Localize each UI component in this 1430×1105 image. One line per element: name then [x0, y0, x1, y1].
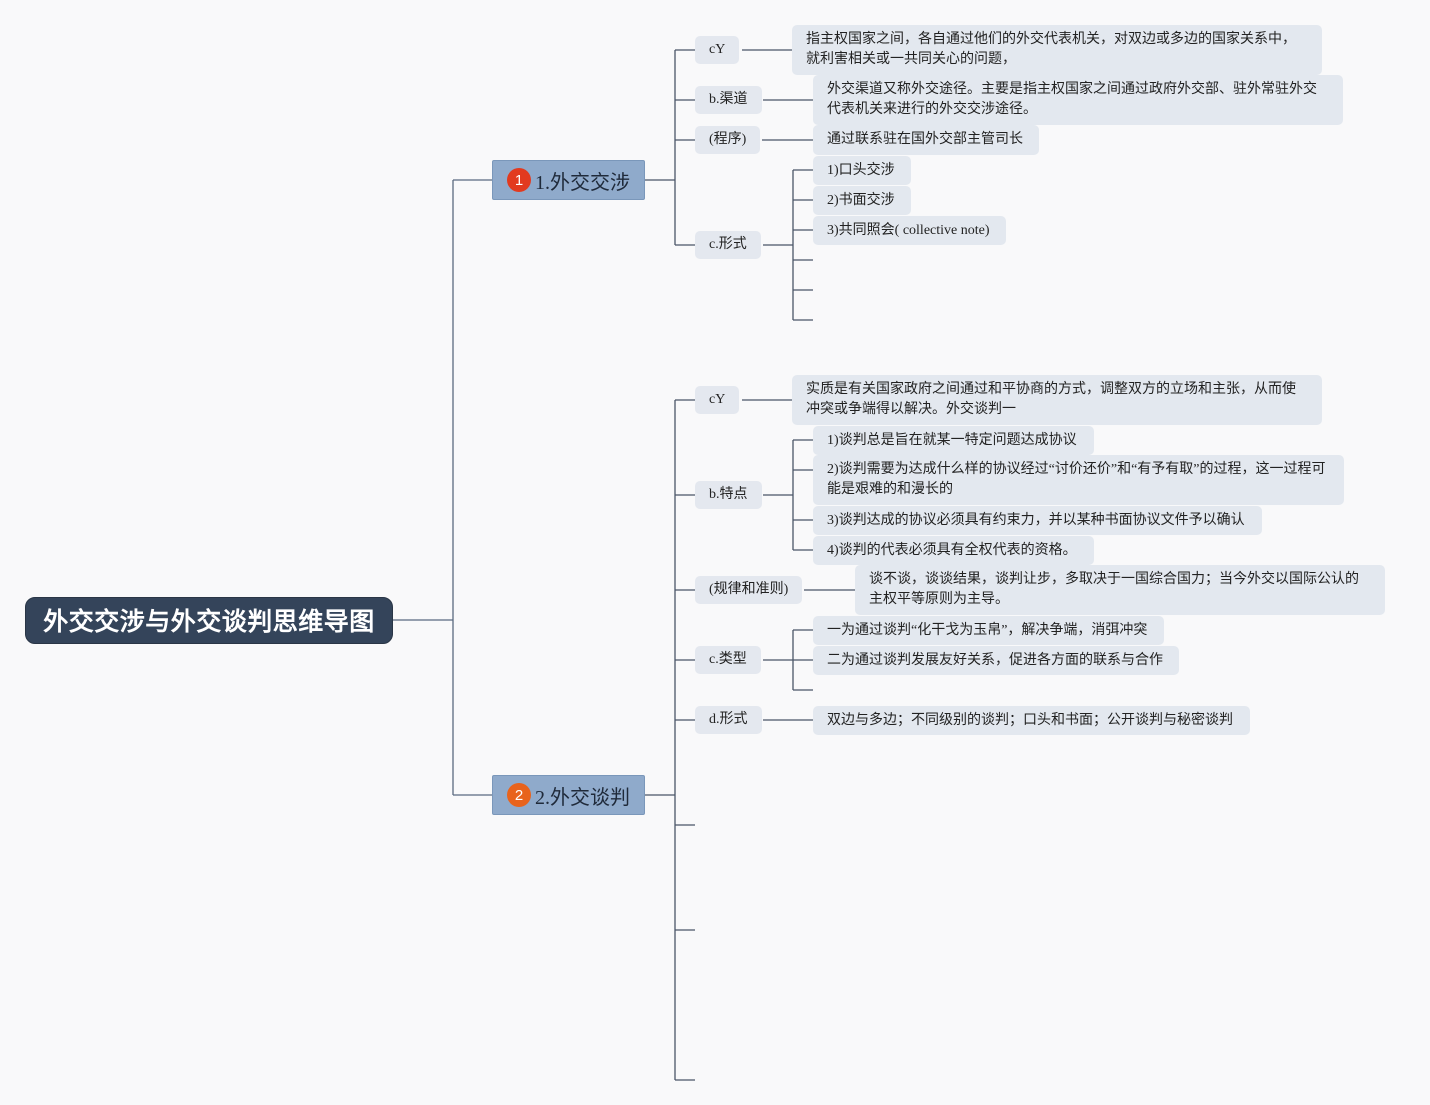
b2-rules-label[interactable]: (规律和准则): [695, 576, 803, 604]
b2-feature-item[interactable]: 1)谈判总是旨在就某一特定问题达成协议: [813, 426, 1094, 455]
b1-form-content: 3)共同照会( collective note): [827, 222, 990, 238]
b2-definition-text[interactable]: 实质是有关国家政府之间通过和平协商的方式，调整双方的立场和主张，从而使冲突或争端…: [792, 375, 1322, 425]
connector-b2-features: [763, 439, 813, 551]
b2-forms-text[interactable]: 双边与多边；不同级别的谈判；口头和书面；公开谈判与秘密谈判: [813, 706, 1250, 735]
b2-feature-content: 1)谈判总是旨在就某一特定问题达成协议: [827, 432, 1077, 448]
b1-channel-content: 外交渠道又称外交途径。主要是指主权国家之间通过政府外交部、驻外常驻外交代表机关来…: [827, 82, 1317, 117]
b2-type-item[interactable]: 一为通过谈判“化干戈为玉帛”，解决争端，消弭冲突: [813, 616, 1164, 645]
b2-feature-item[interactable]: 2)谈判需要为达成什么样的协议经过“讨价还价”和“有予有取”的过程，这一过程可能…: [813, 455, 1344, 505]
b2-feature-content: 2)谈判需要为达成什么样的协议经过“讨价还价”和“有予有取”的过程，这一过程可能…: [827, 462, 1326, 497]
b2-definition-label[interactable]: cY: [695, 386, 740, 414]
connector-b2-types: [763, 629, 813, 691]
b1-procedure-text[interactable]: 通过联系驻在国外交部主管司长: [813, 125, 1039, 155]
connector-b2-leaves: [742, 399, 855, 721]
b1-procedure-label[interactable]: (程序): [695, 126, 761, 154]
b2-rules-content: 谈不谈，谈谈结果，谈判让步，多取决于一国综合国力；当今外交以国际公认的主权平等原…: [869, 572, 1359, 607]
branch-diplomatic-negotiation[interactable]: 2 2.外交谈判: [492, 775, 645, 815]
b1-procedure-content: 通过联系驻在国外交部主管司长: [827, 132, 1023, 147]
b2-features-label[interactable]: b.特点: [695, 481, 762, 509]
number-badge-1: 1: [507, 168, 531, 192]
branch2-title: 2.外交谈判: [535, 786, 630, 809]
branch1-title: 1.外交交涉: [535, 171, 630, 194]
b1-form-content: 2)书面交涉: [827, 192, 895, 208]
b2-type-content: 二为通过谈判发展友好关系，促进各方面的联系与合作: [827, 652, 1163, 668]
number-badge-2: 2: [507, 783, 531, 807]
b2-forms-content: 双边与多边；不同级别的谈判；口头和书面；公开谈判与秘密谈判: [827, 712, 1233, 728]
b1-form-label[interactable]: c.形式: [695, 231, 761, 259]
b2-type-item[interactable]: 二为通过谈判发展友好关系，促进各方面的联系与合作: [813, 646, 1179, 675]
b1-form-item[interactable]: 1)口头交涉: [813, 156, 911, 185]
connector-b1-leaves: [742, 49, 813, 141]
b1-definition-text[interactable]: 指主权国家之间，各自通过他们的外交代表机关，对双边或多边的国家关系中，就利害相关…: [792, 25, 1322, 75]
b1-form-item[interactable]: 2)书面交涉: [813, 186, 911, 215]
branch-diplomatic-representation[interactable]: 1 1.外交交涉: [492, 160, 645, 200]
b1-definition-label[interactable]: cY: [695, 36, 740, 64]
b2-feature-content: 3)谈判达成的协议必须具有约束力，并以某种书面协议文件予以确认: [827, 512, 1245, 528]
b1-channel-label[interactable]: b.渠道: [695, 86, 762, 114]
b2-feature-item[interactable]: 3)谈判达成的协议必须具有约束力，并以某种书面协议文件予以确认: [813, 506, 1262, 535]
connector-root: [393, 179, 492, 796]
b1-definition-content: 指主权国家之间，各自通过他们的外交代表机关，对双边或多边的国家关系中，就利害相关…: [806, 32, 1296, 67]
connector-b1-forms: [763, 169, 813, 321]
b1-form-item[interactable]: 3)共同照会( collective note): [813, 216, 1006, 245]
connector-branch1: [645, 49, 695, 246]
connector-branch2: [645, 399, 695, 1081]
b2-definition-content: 实质是有关国家政府之间通过和平协商的方式，调整双方的立场和主张，从而使冲突或争端…: [806, 382, 1296, 417]
b2-type-content: 一为通过谈判“化干戈为玉帛”，解决争端，消弭冲突: [827, 622, 1148, 638]
b2-forms-label[interactable]: d.形式: [695, 706, 762, 734]
b2-types-label[interactable]: c.类型: [695, 646, 761, 674]
root-topic[interactable]: 外交交涉与外交谈判思维导图: [25, 597, 393, 644]
b1-channel-text[interactable]: 外交渠道又称外交途径。主要是指主权国家之间通过政府外交部、驻外常驻外交代表机关来…: [813, 75, 1343, 125]
b1-form-content: 1)口头交涉: [827, 162, 895, 178]
b2-rules-text[interactable]: 谈不谈，谈谈结果，谈判让步，多取决于一国综合国力；当今外交以国际公认的主权平等原…: [855, 565, 1385, 615]
b2-feature-item[interactable]: 4)谈判的代表必须具有全权代表的资格。: [813, 536, 1094, 565]
b2-feature-content: 4)谈判的代表必须具有全权代表的资格。: [827, 542, 1077, 558]
